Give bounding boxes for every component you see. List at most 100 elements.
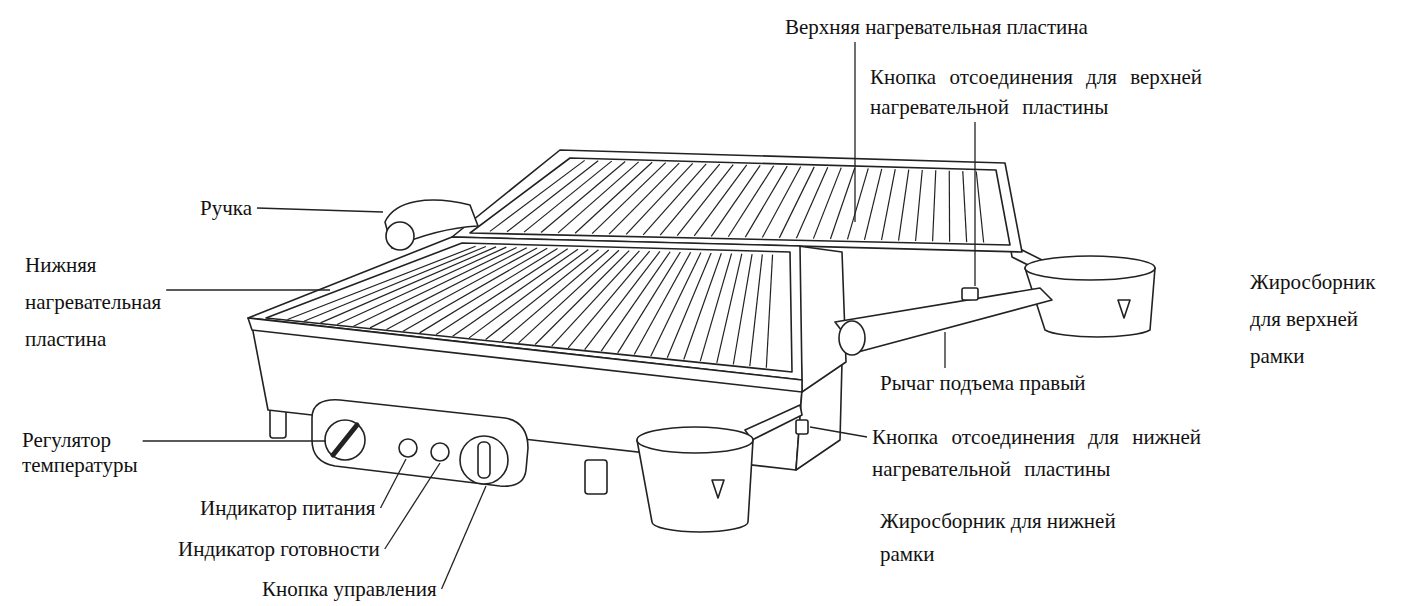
part-label: Жиросборник для нижней рамки	[880, 505, 1140, 571]
knob-grip	[478, 442, 490, 478]
drip-cup-arm	[745, 405, 802, 440]
leader-line	[810, 427, 867, 437]
part-label: Кнопка отсоединения для верхней нагреват…	[870, 62, 1250, 122]
plate-rib	[609, 163, 679, 234]
plate-rib	[660, 164, 720, 235]
part-label: Ручка	[200, 196, 252, 220]
part-label: Кнопка управления	[262, 577, 437, 601]
leader-line	[381, 459, 406, 508]
release-button	[962, 288, 978, 300]
part-label: Верхняя нагревательная пластина	[785, 15, 1088, 39]
plate-rib	[651, 253, 701, 357]
plate-rib	[486, 250, 599, 340]
plate-rib	[667, 253, 711, 358]
part-label: Кнопка отсоединения для нижней нагревате…	[872, 421, 1252, 485]
label-anchor: Кнопка отсоединения для нижней нагревате…	[872, 421, 1252, 485]
plate-rib	[717, 254, 742, 363]
plate-rib	[436, 249, 568, 335]
handle-hinge	[386, 222, 414, 250]
label-anchor: Индикатор питания	[200, 496, 376, 520]
leader-line	[385, 463, 440, 549]
drip-cup-notch	[1118, 300, 1130, 318]
plate-rib	[916, 170, 923, 241]
label-anchor: Кнопка отсоединения для верхней нагреват…	[870, 62, 1250, 122]
plate-rib	[963, 171, 967, 242]
label-anchor: Регулятор температуры	[22, 428, 162, 478]
plate-rib	[750, 254, 763, 366]
leader-line	[944, 332, 945, 368]
plate-rib	[796, 167, 827, 238]
plate-rib	[864, 169, 881, 240]
plate-rib	[694, 165, 746, 236]
plate-ribs	[490, 160, 984, 242]
plate-rib	[634, 252, 690, 354]
plate-rib	[766, 255, 772, 368]
label-anchor: Нижняя нагревательная пластина	[25, 247, 185, 358]
label-anchor: Кнопка управления	[262, 577, 437, 601]
plate-rib	[552, 251, 640, 346]
plate-rib	[933, 170, 936, 241]
plate-rib	[575, 162, 652, 233]
plate-rib	[420, 249, 558, 333]
leader-line	[974, 122, 975, 286]
indicator-lamp	[399, 439, 417, 457]
drip-cup-notch	[712, 480, 724, 498]
plate-rib	[779, 167, 814, 238]
plate-rib	[882, 169, 896, 240]
plate-rib	[626, 163, 693, 234]
label-anchor: Индикатор готовности	[178, 537, 380, 561]
plate-rib	[677, 165, 733, 236]
plate-rib	[403, 248, 547, 331]
plate-rib	[618, 252, 681, 353]
plate-rib	[899, 170, 909, 241]
plate-rib	[304, 247, 486, 322]
upper-plate	[452, 150, 1022, 252]
indicator-lamp	[431, 443, 449, 461]
plate-rib	[762, 167, 800, 238]
plate-ribs	[287, 246, 772, 368]
plate-rib	[541, 162, 625, 233]
plate-rib	[519, 250, 619, 343]
plate-rib	[813, 168, 841, 239]
plate-rib	[592, 163, 666, 234]
plate-rib	[469, 249, 588, 337]
drip-cup-rim	[637, 427, 753, 453]
plate-rib	[287, 246, 475, 319]
foot	[585, 460, 607, 494]
leader-line	[143, 440, 326, 441]
hinge-housing	[798, 246, 846, 392]
plate-rib	[949, 171, 951, 242]
plate-rib	[976, 171, 983, 242]
plate-rib	[558, 162, 639, 233]
label-anchor: Ручка	[200, 196, 252, 220]
part-label: Индикатор питания	[200, 496, 376, 520]
knob-grip	[333, 425, 357, 455]
plate-rib	[733, 254, 752, 364]
plate-rib	[745, 166, 787, 237]
drip-cup-rim	[1025, 256, 1155, 280]
control-panel	[312, 400, 528, 486]
plate-rib	[354, 247, 517, 326]
plate-rib	[847, 168, 868, 239]
label-anchor: Жиросборник для верхней рамки	[1250, 264, 1390, 375]
plate-rib	[502, 250, 609, 341]
leader-line	[257, 208, 383, 212]
part-label: Регулятор температуры	[22, 428, 162, 478]
label-anchor: Рычаг подъема правый	[880, 371, 1086, 395]
leader-line	[166, 289, 330, 290]
plate-rib	[700, 253, 731, 361]
hinge-knob	[839, 321, 865, 355]
label-anchor: Верхняя нагревательная пластина	[785, 15, 1088, 39]
leader-line	[442, 486, 486, 589]
label-anchor: Жиросборник для нижней рамки	[880, 505, 1140, 571]
part-label: Рычаг подъема правый	[880, 371, 1086, 395]
lift-lever	[835, 288, 1052, 352]
release-button	[796, 420, 808, 434]
plate-rib	[585, 251, 660, 349]
upper-plate-inner	[470, 158, 1010, 245]
temperature-knob	[325, 420, 365, 460]
leader-line	[854, 42, 855, 222]
part-label: Индикатор готовности	[178, 537, 380, 561]
part-label: Нижняя нагревательная пластина	[25, 247, 185, 358]
